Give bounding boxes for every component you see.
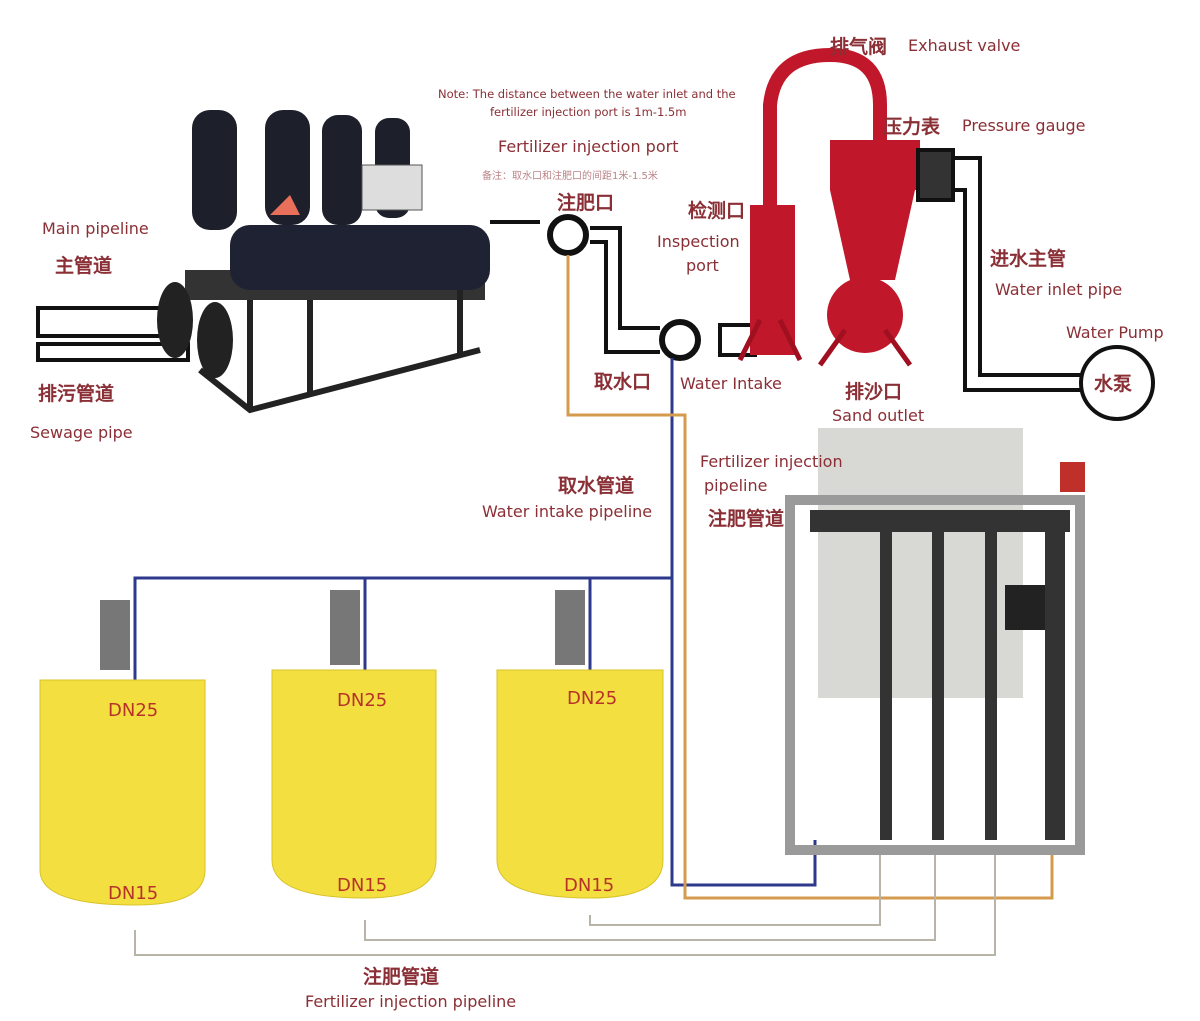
sand-outlet-label: Sand outlet [832, 406, 925, 425]
bottom-fert-cn-label: 注肥管道 [363, 966, 440, 988]
fertilizer-port-fitting [547, 214, 589, 256]
note-cn: 备注：取水口和注肥口的间距1米-1.5米 [482, 171, 658, 182]
bottom-fert-label: Fertilizer injection pipeline [305, 992, 517, 1011]
fertilizer-injection-pipeline-lower [134, 845, 996, 956]
fert-pipeline-cn-label: 注肥管道 [708, 508, 785, 530]
main-pipeline-cn-label: 主管道 [55, 255, 113, 277]
exhaust-valve-label: Exhaust valve [908, 36, 1021, 55]
tank-1-top-size: DN25 [108, 700, 159, 721]
sewage-cn-label: 排污管道 [38, 383, 115, 405]
pressure-gauge-cn-label: 压力表 [883, 116, 941, 138]
tank-3-bottom-size: DN15 [564, 875, 615, 896]
note-line-1: Note: The distance between the water inl… [438, 87, 736, 101]
fertilizer-injection-pipeline-upper [566, 255, 1054, 900]
pressure-gauge-label: Pressure gauge [962, 116, 1086, 135]
water-pump [1079, 345, 1155, 421]
disc-filter-station [157, 110, 490, 414]
intake-pipeline-cn-label: 取水管道 [558, 475, 635, 497]
water-inlet-cn-label: 进水主管 [990, 248, 1067, 270]
tank-1-bottom-size: DN15 [108, 883, 159, 904]
water-intake-fitting [659, 319, 701, 361]
tank-2-top-size: DN25 [337, 690, 388, 711]
fert-pipeline-label-1: Fertilizer injection [700, 452, 843, 471]
main-pipeline-label: Main pipeline [42, 219, 149, 238]
water-intake-label: Water Intake [680, 374, 782, 393]
fertilizer-tanks [39, 590, 664, 906]
fertilizer-port-label: Fertilizer injection port [498, 137, 679, 156]
water-pump-cn-label: 水泵 [1094, 373, 1133, 395]
inspection-port-label-2: port [686, 256, 719, 275]
fertilizer-port-cn-label: 注肥口 [557, 192, 615, 214]
tank-2-bottom-size: DN15 [337, 875, 388, 896]
intake-pipeline-label: Water intake pipeline [482, 502, 653, 521]
fertilizer-machine [785, 428, 1085, 855]
water-inlet-label: Water inlet pipe [995, 280, 1123, 299]
sand-separator [737, 47, 920, 367]
connecting-pipe [490, 220, 757, 357]
note-line-2: fertilizer injection port is 1m-1.5m [490, 105, 687, 119]
sewage-label: Sewage pipe [30, 423, 133, 442]
water-intake-cn-label: 取水口 [594, 371, 652, 393]
water-intake-pipeline [133, 358, 817, 887]
fert-pipeline-label-2: pipeline [704, 476, 768, 495]
water-inlet-pipe [916, 148, 1085, 392]
sand-outlet-cn-label: 排沙口 [845, 381, 903, 403]
inspection-port-label-1: Inspection [657, 232, 740, 251]
inspection-port-cn-label: 检测口 [688, 200, 746, 222]
exhaust-valve-cn-label: 排气阀 [830, 36, 888, 58]
tank-3-top-size: DN25 [567, 688, 618, 709]
water-pump-label: Water Pump [1066, 323, 1164, 342]
